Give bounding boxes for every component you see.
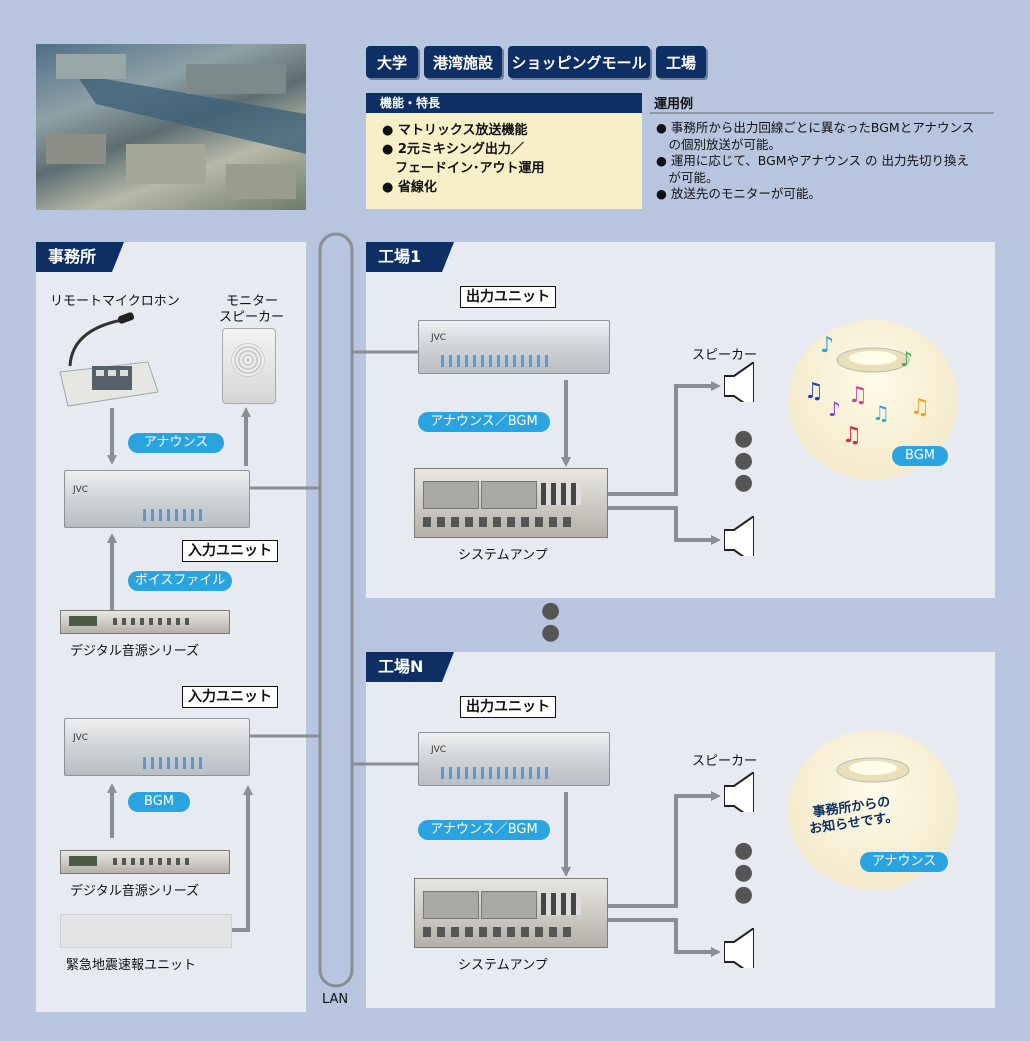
usage-divider [650,112,994,114]
arrow-amp-to-speaker [608,918,721,957]
voice-file-pill: ボイスファイル [128,571,232,591]
output-unit-tag: 出力ユニット [460,286,556,308]
output-unit-device: JVC [418,732,610,786]
input-unit-tag: 入力ユニット [182,686,278,708]
input-unit-device: JVC [64,718,250,776]
remote-mic-device [52,310,162,410]
features-list: ● マトリックス放送機能 ● 2元ミキシング出力／ フェードイン･アウト運用 ●… [366,113,642,209]
arrow-amp-to-speaker [608,506,721,545]
brand-logo: JVC [73,485,89,495]
usage-item: が可能。 [656,169,719,185]
tag-university: 大学 [366,46,418,78]
tag-factory: 工場 [656,46,706,78]
lan-loop [318,232,354,988]
tag-shopping-mall: ショッピングモール [508,46,650,78]
speaker-label: スピーカー [692,754,758,769]
speaker-icon [724,516,754,556]
svg-text:♫: ♫ [910,395,930,420]
tag-harbor: 港湾施設 [424,46,502,78]
arrow-amp-to-speaker [608,381,721,496]
brand-logo: JVC [431,333,447,343]
output-unit-tag: 出力ユニット [460,696,556,718]
system-amp-label: システムアンプ [458,548,548,563]
arrow-amp-to-speaker [608,791,721,908]
monitor-speaker-label: スピーカー [219,310,285,325]
announce-bgm-pill: アナウンス／BGM [418,820,550,840]
announce-pill: アナウンス [860,852,948,872]
svg-text:♫: ♫ [842,423,862,448]
output-unit-device: JVC [418,320,610,374]
svg-text:♫: ♫ [804,379,824,404]
svg-text:♪: ♪ [828,397,841,421]
usage-item: ● 運用に応じて、BGMやアナウンス の 出力先切り換え [656,153,970,168]
ellipsis-dots: ●● [541,598,561,645]
digital-source-device [60,610,230,634]
digital-source-device [60,850,230,874]
speaker-icon [724,928,754,968]
usage-item: の個別放送が可能。 [656,136,782,152]
harbor-photo [36,44,306,210]
svg-text:♪: ♪ [820,333,834,358]
office-label: 事務所 [36,242,124,272]
announce-pill: アナウンス [128,433,224,453]
usage-title: 運用例 [654,97,694,112]
remote-mic-label: リモートマイクロホン [50,294,180,309]
speaker-label: スピーカー [692,348,758,363]
factoryN-label: 工場N [366,652,454,682]
usage-item: ● 放送先のモニターが可能。 [656,186,821,201]
arrow-eq [232,785,253,932]
lan-label: LAN [322,992,349,1007]
svg-text:♪: ♪ [900,347,913,371]
brand-logo: JVC [73,733,89,743]
feature-item: フェードイン･アウト運用 [382,161,545,176]
feature-item: ● マトリックス放送機能 [382,123,528,138]
monitor-speaker-device [222,328,276,404]
digital-source-label: デジタル音源シリーズ [70,644,200,659]
system-amp-label: システムアンプ [458,958,548,973]
usage-item: ● 事務所から出力回線ごとに異なったBGMとアナウンス [656,120,975,135]
feature-item: ● 省線化 [382,180,437,195]
bgm-pill: BGM [892,446,948,466]
monitor-speaker-label: モニター [226,294,279,309]
eq-unit-label: 緊急地震速報ユニット [66,958,197,973]
svg-text:♫: ♫ [872,401,890,425]
announce-bgm-pill: アナウンス／BGM [418,412,550,432]
system-amp-device [414,878,608,948]
input-unit-tag: 入力ユニット [182,540,278,562]
factory1-label: 工場1 [366,242,454,272]
eq-unit-device [60,914,232,948]
speaker-icon [724,772,754,812]
feature-item: ● 2元ミキシング出力／ [382,142,524,157]
digital-source-label: デジタル音源シリーズ [70,884,200,899]
speaker-icon [724,362,754,402]
system-amp-device [414,468,608,538]
usage-list: ● 事務所から出力回線ごとに異なったBGMとアナウンス の個別放送が可能。 ● … [656,120,1001,203]
ellipsis-dots: ●●● [734,426,754,495]
ellipsis-dots: ●●● [734,838,754,907]
features-title: 機能・特長 [366,93,642,113]
bgm-pill: BGM [128,792,190,812]
svg-text:♫: ♫ [848,383,868,408]
input-unit-device: JVC [64,470,250,528]
brand-logo: JVC [431,745,447,755]
